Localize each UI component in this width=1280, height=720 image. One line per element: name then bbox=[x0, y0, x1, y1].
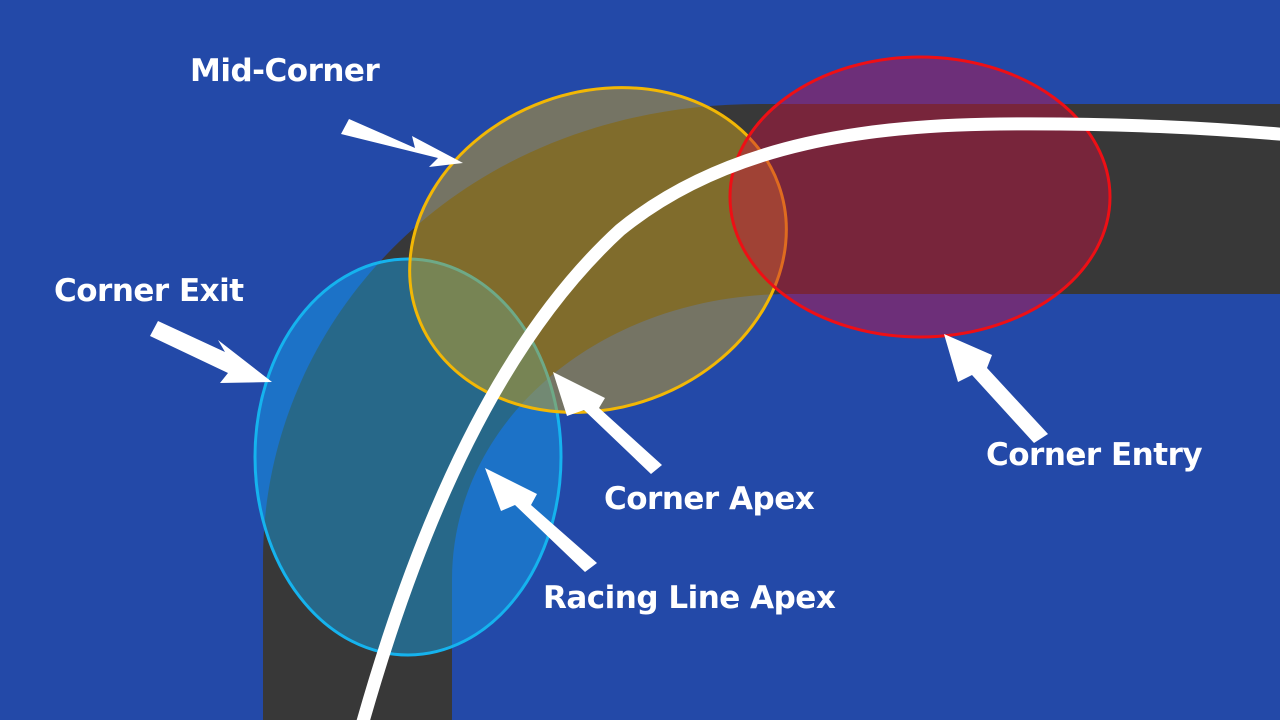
mid-corner-label: Mid-Corner bbox=[190, 53, 380, 89]
racing-line bbox=[356, 117, 1280, 720]
corner-entry-arrow bbox=[944, 334, 1048, 443]
mid-corner-arrow bbox=[341, 119, 463, 167]
corner-exit-label: Corner Exit bbox=[54, 273, 244, 309]
corner-apex-label: Corner Apex bbox=[604, 481, 815, 517]
racing-line-apex-arrow bbox=[485, 468, 597, 572]
racing-line-apex-label: Racing Line Apex bbox=[543, 580, 836, 616]
corner-entry-label: Corner Entry bbox=[986, 437, 1203, 473]
corner-apex-arrow bbox=[553, 372, 662, 474]
corner-exit-arrow bbox=[150, 321, 272, 383]
corner-entry-zone bbox=[728, 55, 1112, 339]
